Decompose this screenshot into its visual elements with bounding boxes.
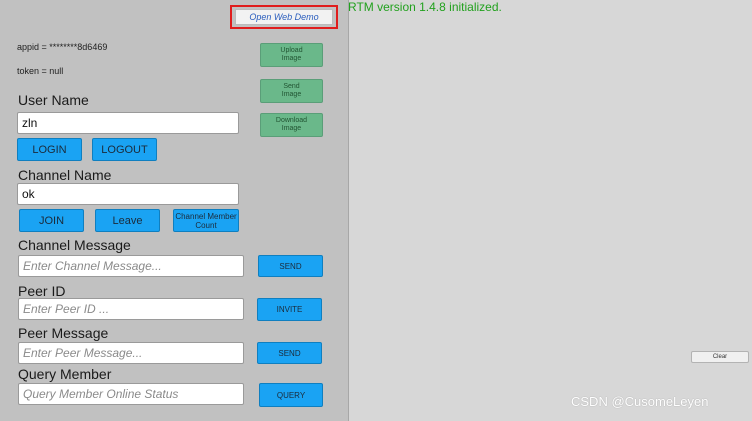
channel-name-label: Channel Name — [18, 167, 112, 183]
log-line: RTM version 1.4.8 initialized. — [348, 0, 502, 14]
upload-image-button[interactable]: Upload Image — [260, 43, 323, 67]
peer-message-label: Peer Message — [18, 325, 109, 341]
logout-button[interactable]: LOGOUT — [92, 138, 157, 161]
token-text: token = null — [17, 66, 64, 76]
channel-message-label: Channel Message — [18, 237, 131, 253]
open-web-demo-button[interactable]: Open Web Demo — [235, 9, 333, 25]
channel-send-button[interactable]: SEND — [258, 255, 323, 277]
appid-text: appid = ********8d6469 — [17, 42, 108, 52]
query-button[interactable]: QUERY — [259, 383, 323, 407]
channel-name-input[interactable]: ok — [17, 183, 239, 205]
watermark: CSDN @CusomeLeyen — [571, 394, 709, 409]
send-image-button[interactable]: Send Image — [260, 79, 323, 103]
highlight-box: Open Web Demo — [230, 5, 338, 29]
log-panel — [348, 0, 752, 421]
channel-member-count-button[interactable]: Channel Member Count — [173, 209, 239, 232]
join-button[interactable]: JOIN — [19, 209, 84, 232]
query-member-label: Query Member — [18, 366, 112, 382]
user-name-label: User Name — [18, 92, 89, 108]
peer-id-label: Peer ID — [18, 283, 66, 299]
invite-button[interactable]: INVITE — [257, 298, 322, 321]
channel-message-input[interactable]: Enter Channel Message... — [18, 255, 244, 277]
peer-id-input[interactable]: Enter Peer ID ... — [18, 298, 244, 320]
download-image-button[interactable]: Download Image — [260, 113, 323, 137]
user-name-input[interactable]: zln — [17, 112, 239, 134]
leave-button[interactable]: Leave — [95, 209, 160, 232]
peer-message-input[interactable]: Enter Peer Message... — [18, 342, 244, 364]
query-member-input[interactable]: Query Member Online Status — [18, 383, 244, 405]
peer-send-button[interactable]: SEND — [257, 342, 322, 364]
clear-button[interactable]: Clear — [691, 351, 749, 363]
login-button[interactable]: LOGIN — [17, 138, 82, 161]
